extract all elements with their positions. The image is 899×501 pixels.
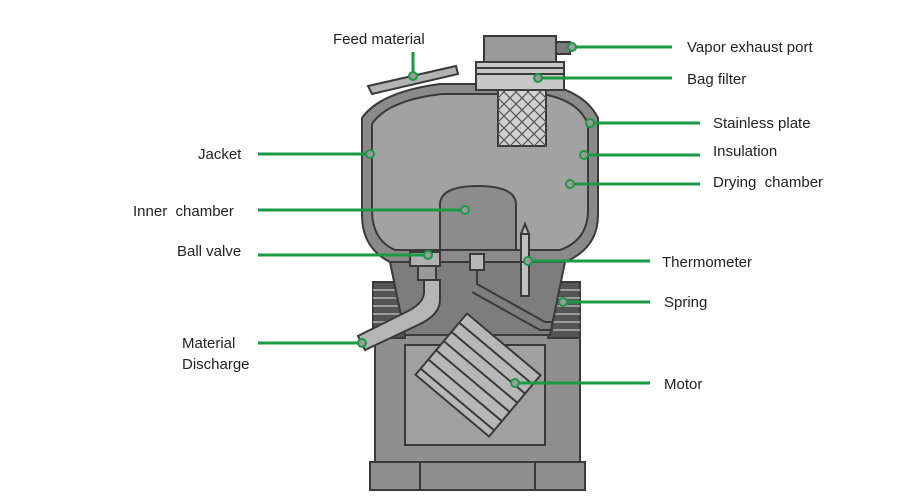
dot-stainless-plate (585, 118, 595, 128)
label-thermometer: Thermometer (662, 254, 752, 271)
shaft-connector (469, 253, 485, 271)
dot-insulation (579, 150, 589, 160)
machine-base-foot (369, 461, 586, 491)
dot-jacket (365, 149, 375, 159)
label-material-discharge-line1: Material (182, 335, 235, 352)
dot-drying-chamber (565, 179, 575, 189)
callout-labels: Feed material Vapor exhaust port Bag fil… (133, 31, 823, 393)
leader-lines (258, 45, 700, 385)
dryer-machine (356, 35, 599, 491)
label-material-discharge-line2: Discharge (182, 356, 250, 373)
dot-inner-chamber (460, 205, 470, 215)
dot-bag-filter (533, 73, 543, 83)
label-bag-filter: Bag filter (687, 71, 746, 88)
filter-housing (475, 61, 565, 91)
label-motor: Motor (664, 376, 702, 393)
dot-spring (558, 297, 568, 307)
dot-vapor-exhaust-port (567, 42, 577, 52)
inner-column (439, 184, 517, 251)
label-inner-chamber: Inner chamber (133, 203, 234, 220)
label-ball-valve: Ball valve (177, 243, 241, 260)
label-feed-material: Feed material (333, 31, 425, 48)
dot-ball-valve (423, 250, 433, 260)
label-drying-chamber: Drying chamber (713, 174, 823, 191)
exhaust-housing (483, 35, 557, 63)
label-jacket: Jacket (198, 146, 242, 163)
dot-feed-material (408, 71, 418, 81)
callout-dots (357, 42, 595, 388)
label-spring: Spring (664, 294, 707, 311)
dot-thermometer (523, 256, 533, 266)
label-insulation: Insulation (713, 143, 777, 160)
dot-material-discharge (357, 338, 367, 348)
dot-motor (510, 378, 520, 388)
discharge-pipe (356, 279, 441, 352)
label-stainless-plate: Stainless plate (713, 115, 811, 132)
label-vapor-exhaust-port: Vapor exhaust port (687, 39, 813, 56)
